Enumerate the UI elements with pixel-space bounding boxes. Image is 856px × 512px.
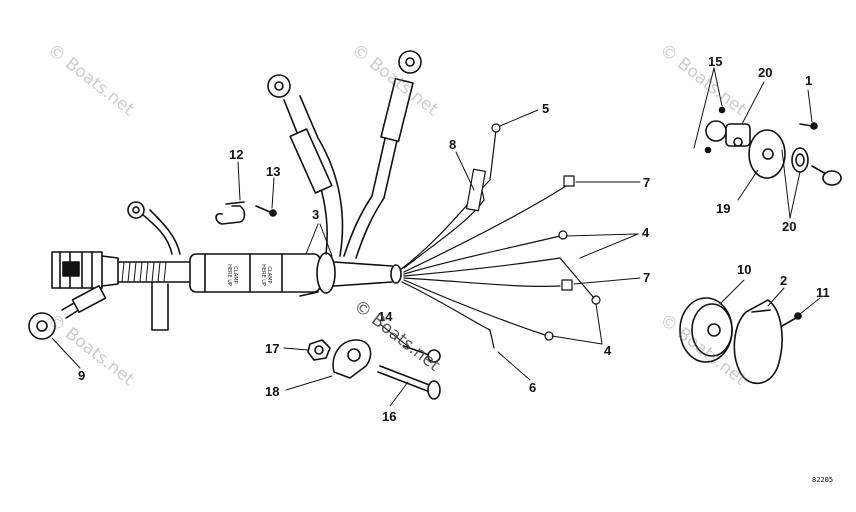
callout-17: 17 — [265, 341, 280, 356]
wiring-harness — [28, 50, 601, 349]
callout-10: 10 — [737, 262, 752, 277]
callout-1: 1 — [805, 73, 813, 88]
callout-15: 15 — [708, 54, 723, 69]
callout-7-upper: 7 — [643, 175, 651, 190]
sleeve-label-left: CLAMP HERE UP — [226, 264, 238, 286]
screw-1 — [799, 122, 818, 130]
ignition-switch-20 — [705, 120, 751, 147]
callout-16: 16 — [382, 409, 397, 424]
cable-clamp-12 — [215, 201, 246, 225]
callout-9: 9 — [78, 368, 86, 383]
clamp-18 — [332, 339, 372, 379]
callout-20-upper: 20 — [758, 65, 773, 80]
battery-cable-b — [343, 50, 422, 259]
callout-20-lower: 20 — [782, 219, 797, 234]
lockwasher-15 — [704, 106, 726, 154]
callout-12: 12 — [229, 147, 244, 162]
callout-8: 8 — [449, 137, 457, 152]
bezel-19 — [748, 129, 786, 179]
harness-connector-plug — [51, 251, 119, 289]
harness-sleeve — [189, 252, 336, 294]
switch-housing-10 — [679, 297, 733, 363]
harness-leads-fanout — [399, 123, 601, 349]
callout-5: 5 — [542, 101, 550, 116]
drawing-code: 82205 — [812, 476, 834, 484]
ground-lead-terminal — [28, 284, 107, 340]
leader-lines — [51, 67, 821, 407]
screw-11 — [781, 312, 802, 327]
callout-2: 2 — [780, 273, 788, 288]
callout-13: 13 — [266, 164, 281, 179]
callout-6: 6 — [529, 380, 537, 395]
small-lead-terminal — [127, 201, 181, 255]
harness-strap — [151, 281, 169, 331]
callout-4-lower: 4 — [604, 343, 612, 358]
callout-3: 3 — [312, 207, 320, 222]
key-icon — [811, 165, 842, 186]
callout-11: 11 — [816, 285, 830, 300]
callout-14: 14 — [378, 309, 393, 324]
screw-13 — [255, 205, 277, 217]
cover-2 — [733, 299, 783, 385]
callout-4-upper: 4 — [642, 225, 650, 240]
callout-19: 19 — [716, 201, 731, 216]
harness-cable — [333, 261, 393, 287]
bolt-16 — [377, 365, 441, 400]
nut-17 — [307, 339, 331, 361]
battery-cable-a — [267, 74, 344, 257]
nut-20 — [791, 147, 809, 173]
callout-7-lower: 7 — [643, 270, 651, 285]
callout-18: 18 — [265, 384, 280, 399]
sleeve-label-right: CLAMP HERE UP — [260, 264, 272, 286]
screw-14 — [403, 345, 441, 363]
